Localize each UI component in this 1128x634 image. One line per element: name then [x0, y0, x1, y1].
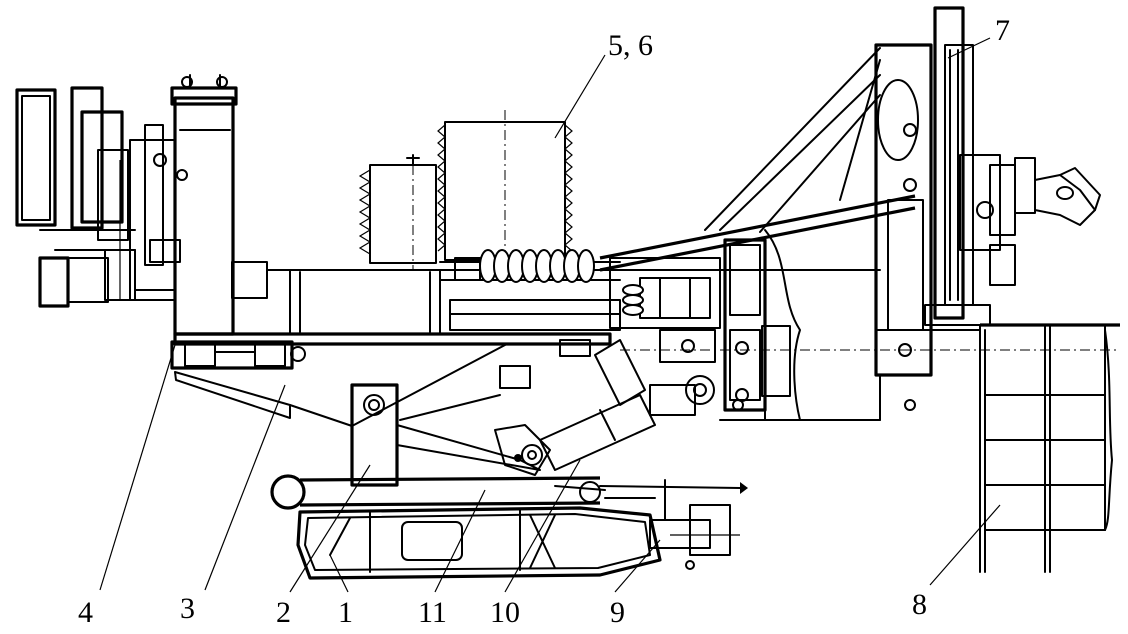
- support-frame: [979, 323, 1120, 573]
- linkage-block: [499, 257, 721, 389]
- vertical-column: [170, 74, 268, 336]
- motor-block-left: [358, 154, 437, 270]
- tie-bars: [599, 47, 916, 272]
- leader-lines: [99, 37, 1001, 593]
- spring: [439, 249, 621, 283]
- label-1: 1: [338, 596, 353, 629]
- pivot-post: [350, 383, 541, 487]
- motor-block-right: [437, 110, 573, 270]
- label-7: 7: [995, 14, 1010, 47]
- label-8: 8: [912, 588, 927, 621]
- gearbox-frame: [874, 6, 991, 421]
- drive-motor: [959, 154, 1101, 286]
- label-10: 10: [490, 596, 520, 629]
- label-2: 2: [276, 596, 291, 629]
- label-3: 3: [180, 592, 195, 625]
- crawler-track: [270, 474, 748, 580]
- boom-beam: [173, 269, 741, 346]
- label-4: 4: [78, 596, 93, 629]
- hinge-block: [170, 340, 306, 370]
- cutter-head: [15, 86, 188, 308]
- callout-labels: 5, 6 7 4 3 2 1 11 10 9 8: [78, 14, 1010, 629]
- lower-arm: [174, 344, 506, 427]
- label-5-6: 5, 6: [608, 29, 653, 62]
- hydraulic-cylinder: [494, 339, 715, 476]
- side-plate: [719, 229, 881, 421]
- label-9: 9: [610, 596, 625, 629]
- label-11: 11: [418, 596, 447, 629]
